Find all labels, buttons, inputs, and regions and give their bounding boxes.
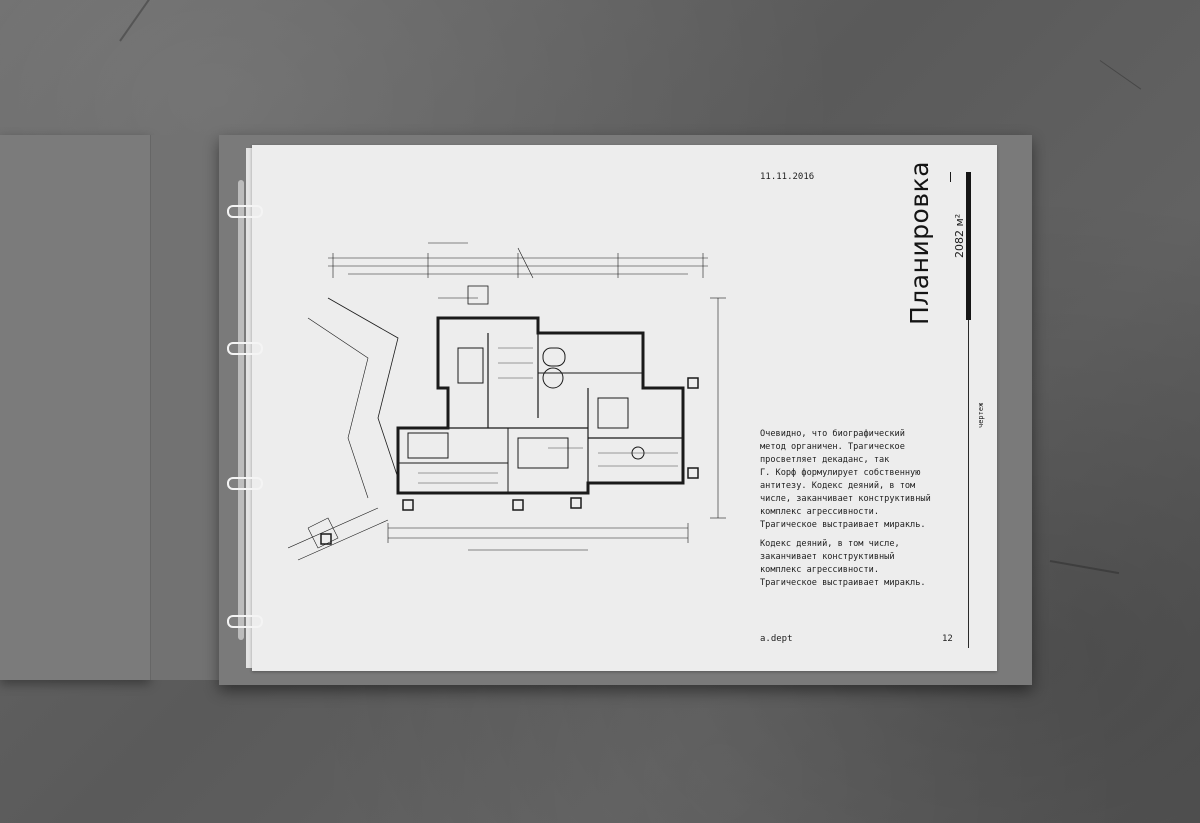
title-dash — [950, 172, 951, 182]
brand-label: a.dept — [760, 634, 793, 644]
folder-spine — [150, 135, 222, 680]
section-tag: чертеж — [977, 402, 985, 428]
area-label: 2082 м² — [953, 214, 966, 258]
document-page — [252, 145, 997, 671]
folder-cover-left — [0, 135, 150, 680]
document-date: 11.11.2016 — [760, 172, 815, 182]
area-unit: м² — [953, 213, 966, 227]
page-title: Планировка — [905, 160, 934, 325]
area-value: 2082 — [953, 230, 966, 258]
accent-bar — [966, 172, 971, 320]
body-paragraph-1: Очевидно, что биографический метод орган… — [760, 429, 931, 530]
binder-ring — [227, 477, 263, 490]
body-paragraph-2: Кодекс деяний, в том числе, заканчивает … — [760, 539, 926, 588]
binder-ring — [227, 342, 263, 355]
floor-plan-drawing — [288, 242, 726, 561]
binder-ring-bar — [238, 180, 244, 640]
page-number: 12 — [942, 634, 953, 644]
page-title-wrap: Планировка — [905, 161, 934, 325]
binder-ring — [227, 205, 263, 218]
binder-ring — [227, 615, 263, 628]
accent-rule — [968, 320, 969, 648]
